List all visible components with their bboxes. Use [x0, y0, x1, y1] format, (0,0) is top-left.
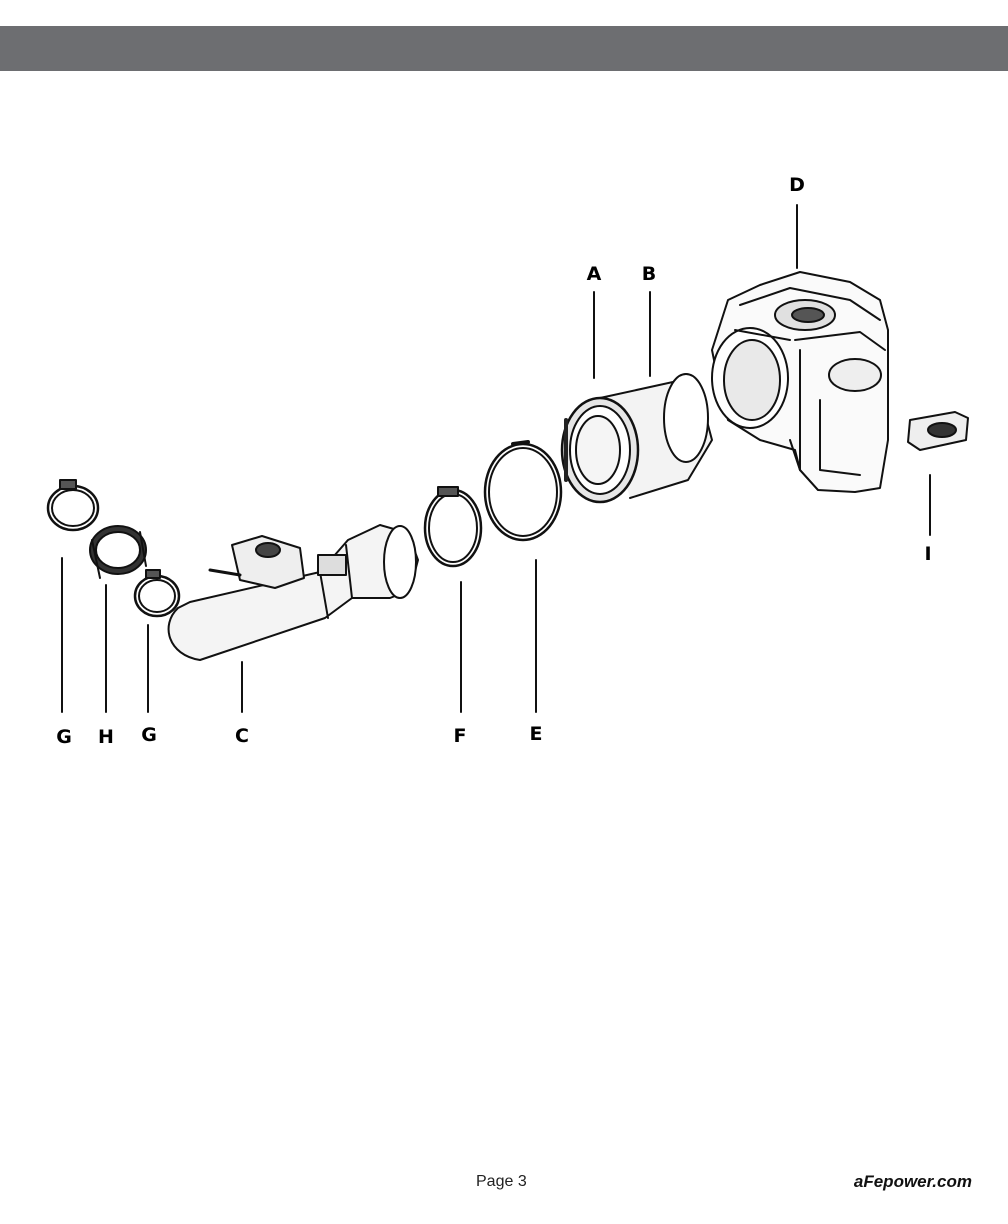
callout-label-g-left: G: [56, 726, 72, 748]
callout-label-g-right: G: [141, 724, 157, 746]
airbox-housing-part-d: [711, 271, 889, 493]
callout-label-c: C: [235, 725, 249, 747]
callout-label-f: F: [454, 725, 467, 747]
header-bar: [0, 26, 1008, 71]
oval-cap-part-i: [907, 411, 969, 451]
coupler-part-e: [483, 440, 563, 542]
callout-label-h: H: [98, 726, 114, 748]
hose-clamp-part-g-right: [133, 569, 181, 618]
callout-label-i: I: [924, 543, 931, 565]
adapter-ring-part-a: [560, 396, 640, 504]
page-number: Page 3: [476, 1173, 527, 1190]
intake-tube-part-c: [167, 524, 419, 661]
callout-label-e: E: [530, 723, 543, 745]
hose-clamp-part-f: [423, 486, 483, 568]
callout-label-a: A: [587, 263, 602, 285]
website-url: aFepower.com: [853, 1172, 972, 1191]
silicone-hose-part-h: [89, 525, 147, 579]
callout-label-d: D: [789, 174, 805, 196]
callout-label-b: B: [642, 263, 656, 285]
hose-clamp-part-g-left: [46, 479, 100, 532]
